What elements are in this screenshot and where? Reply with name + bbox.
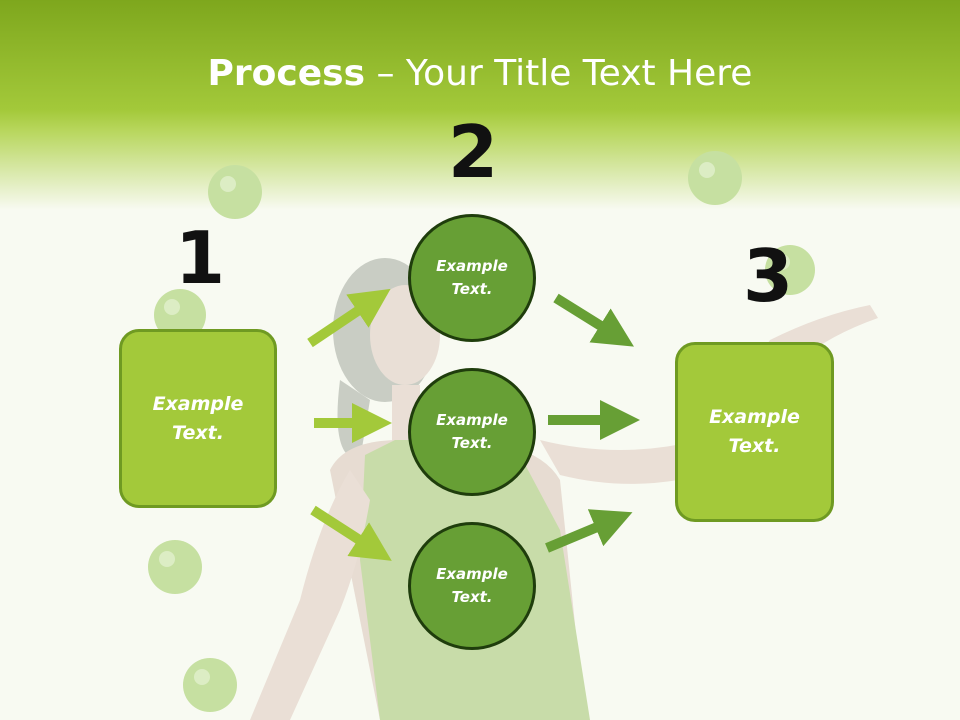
left-box: Example Text. — [119, 329, 277, 508]
arrow-to-circle-1 — [307, 288, 391, 348]
arrow-to-circle-3 — [310, 505, 392, 561]
step-number-3: 3 — [742, 234, 794, 318]
arrow-circle-3-to-box — [545, 509, 633, 553]
circle-3: Example Text. — [408, 522, 536, 650]
right-box-text: Example Text. — [709, 406, 800, 457]
title-bold: Process — [207, 53, 366, 94]
circle-3-text: Example Text. — [436, 565, 508, 606]
left-box-text: Example Text. — [152, 392, 244, 444]
step-number-2: 2 — [447, 110, 499, 194]
apple-group — [148, 151, 815, 712]
circle-2-text: Example Text. — [436, 411, 508, 452]
circle-1-text: Example Text. — [436, 257, 508, 298]
title-rest: – Your Title Text Here — [365, 53, 753, 94]
circle-2: Example Text. — [408, 368, 536, 496]
right-box: Example Text. — [675, 342, 834, 522]
slide-title: Process – Your Title Text Here — [0, 52, 960, 96]
circle-1: Example Text. — [408, 214, 536, 342]
step-number-1: 1 — [174, 216, 226, 300]
header-band — [0, 0, 960, 210]
arrow-circle-1-to-box — [553, 293, 634, 347]
